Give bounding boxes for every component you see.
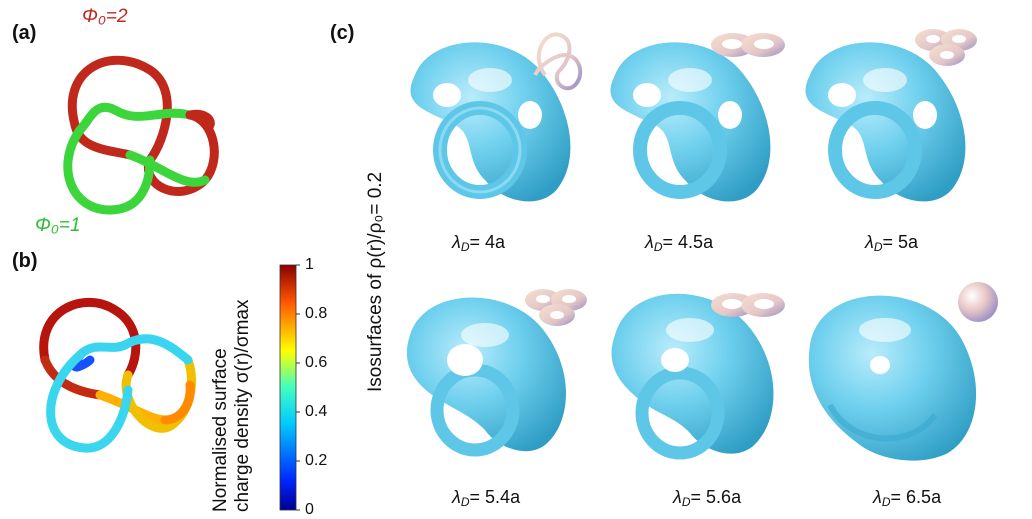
inset-triple-torus-2 [525,289,587,326]
colorbar [279,264,297,511]
inset-triple-torus-1 [915,29,977,66]
phi-label-top: Φ₀=2 [82,6,128,27]
isosurface-4 [406,297,566,457]
isosurfaces [406,42,977,461]
isosurface-1 [410,42,571,202]
lambda-label-1: λD= 4a [452,232,506,254]
inset-sphere [958,282,998,322]
lambda-label-2: λD= 4.5a [645,232,714,254]
isosurface-5 [611,293,774,460]
isosurface-2 [610,42,771,202]
lambda-label-4: λD= 5.4a [452,487,521,509]
inset-trefoil [533,32,583,91]
lambda-label-6: λD= 6.5a [873,487,942,509]
trefoil-knot-a [63,55,219,215]
isosurface-3 [805,42,966,202]
phi-label-bottom: Φ₀=1 [35,215,81,236]
colorbar-tick-0: 0 [305,501,314,518]
colorbar-tick-1: 1 [305,256,314,273]
colorbar-ticks [296,264,300,511]
colorbar-label-line1: Normalised surface [210,348,231,512]
isosurface-6 [808,295,977,461]
lambda-label-5: λD= 5.6a [673,487,742,509]
panel-label-c: (c) [330,22,355,44]
panel-label-b: (b) [12,250,38,272]
lambda-label-3: λD= 5a [865,232,919,254]
colorbar-tick-0.6: 0.6 [305,354,328,371]
inset-double-torus-2 [711,293,785,317]
colorbar-tick-0.8: 0.8 [305,305,328,322]
panel-c-ylabel: Isosurfaces of ρ(r)/ρ₀= 0.2 [365,171,386,392]
colorbar-label-line2: charge density σ(r)/σmax [232,299,253,512]
colorbar-label: Normalised surface charge density σ(r)/σ… [210,300,254,512]
colorbar-tick-0.4: 0.4 [305,403,328,420]
trefoil-knot-b [39,297,196,453]
inset-double-torus-1 [711,33,785,57]
panel-label-a: (a) [12,22,37,44]
colorbar-tick-0.2: 0.2 [305,452,328,469]
